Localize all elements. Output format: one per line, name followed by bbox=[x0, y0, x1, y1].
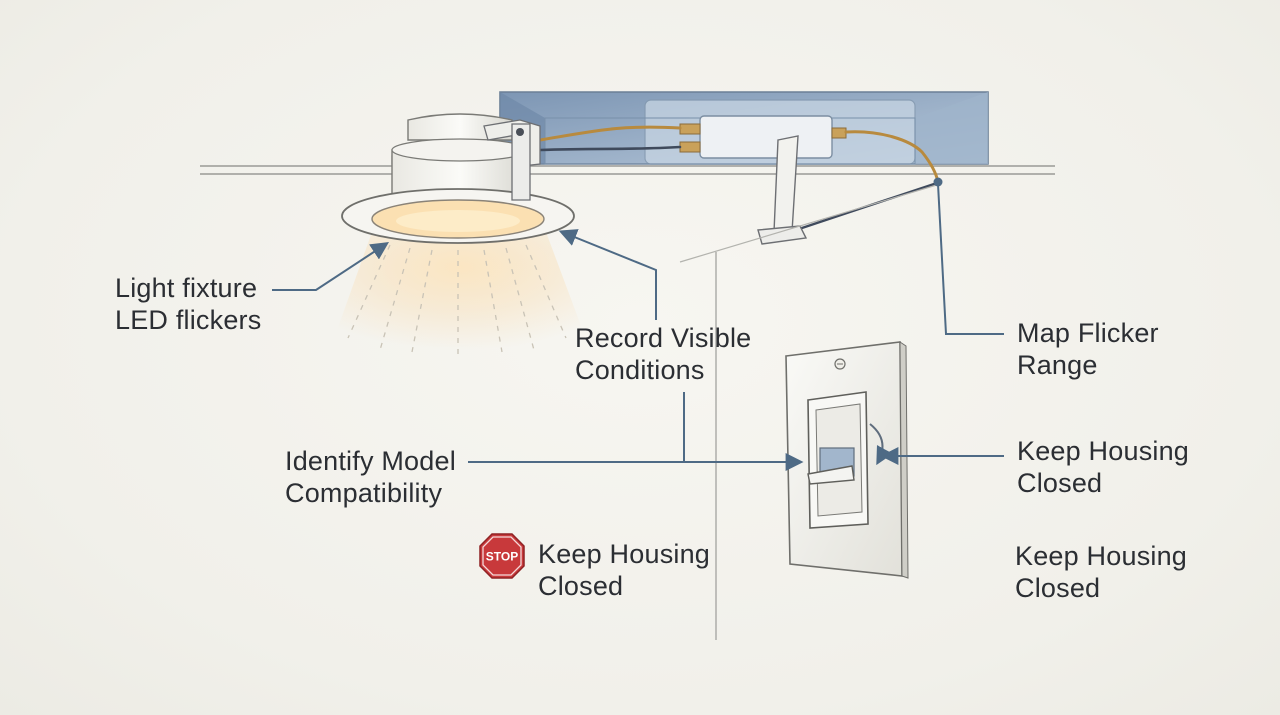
leader-lines bbox=[272, 177, 1004, 471]
led-driver bbox=[679, 115, 847, 159]
leader-map bbox=[937, 183, 1004, 335]
label-light-fixture: Light fixture LED flickers bbox=[115, 272, 261, 336]
mounting-clip bbox=[757, 135, 808, 245]
label-keep-housing-right: Keep Housing Closed bbox=[1017, 435, 1189, 499]
leader-record bbox=[558, 229, 657, 320]
label-housing-bottom-line2: Closed bbox=[1015, 573, 1101, 603]
label-housing-right-line2: Closed bbox=[1017, 468, 1103, 498]
label-map-flicker: Map Flicker Range bbox=[1017, 317, 1159, 381]
label-housing-right-line1: Keep Housing bbox=[1017, 436, 1190, 466]
stop-sign-text: STOP bbox=[486, 550, 518, 564]
label-light-fixture-line1: Light fixture bbox=[115, 273, 258, 303]
label-keep-housing-stop: Keep Housing Closed bbox=[538, 538, 710, 602]
label-light-fixture-line2: LED flickers bbox=[115, 305, 262, 335]
label-identify-line2: Compatibility bbox=[285, 478, 443, 508]
label-housing-stop-line1: Keep Housing bbox=[538, 539, 711, 569]
light-glow bbox=[330, 232, 590, 358]
label-keep-housing-bottom: Keep Housing Closed bbox=[1015, 540, 1187, 604]
label-housing-bottom-line1: Keep Housing bbox=[1015, 541, 1188, 571]
label-record-conditions: Record Visible Conditions bbox=[575, 322, 751, 386]
label-record-line2: Conditions bbox=[575, 355, 705, 385]
label-record-line1: Record Visible bbox=[575, 323, 752, 353]
label-identify-line1: Identify Model bbox=[285, 446, 456, 476]
wall-corner bbox=[679, 183, 941, 640]
recessed-light-fixture bbox=[341, 113, 575, 244]
label-map-line2: Range bbox=[1017, 350, 1098, 380]
leader-fixture bbox=[272, 242, 390, 291]
label-map-line1: Map Flicker bbox=[1017, 318, 1159, 348]
label-housing-stop-line2: Closed bbox=[538, 571, 624, 601]
ceiling-line bbox=[200, 165, 1055, 175]
dimmer-switch bbox=[785, 341, 909, 579]
stop-sign-icon: STOP bbox=[479, 533, 525, 579]
label-identify-model: Identify Model Compatibility bbox=[285, 445, 456, 509]
